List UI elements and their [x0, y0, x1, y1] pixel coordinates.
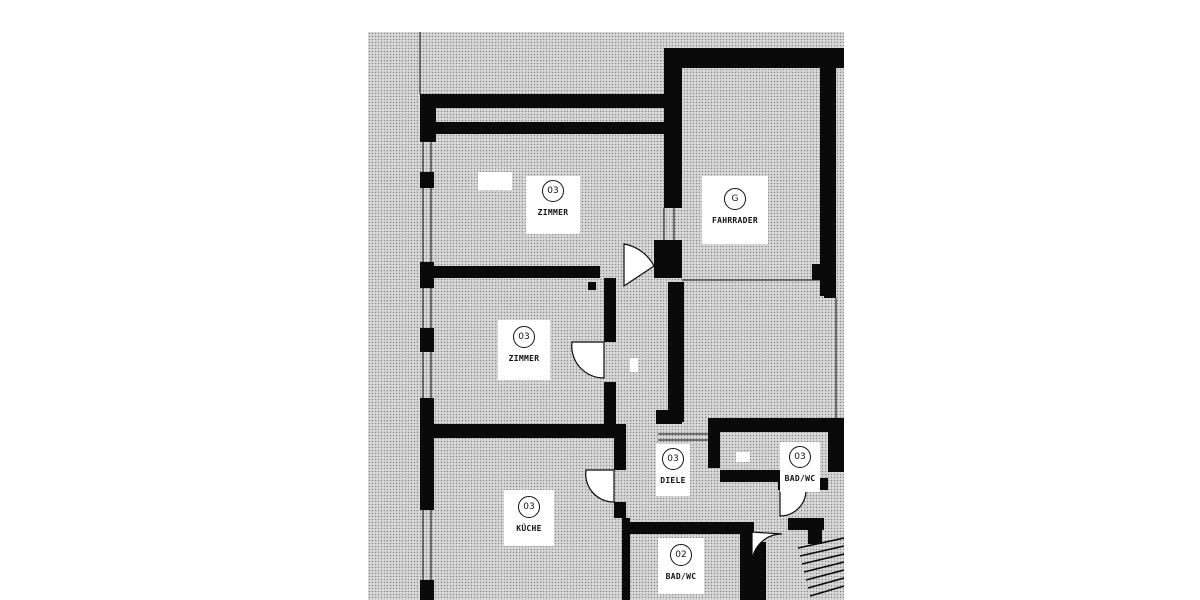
- room-number-badge: G: [724, 188, 746, 210]
- wall-fahrrad-top: [664, 48, 844, 68]
- wall-stair-1: [752, 542, 766, 600]
- room-name: ZIMMER: [537, 208, 569, 217]
- room-number-badge: 03: [542, 180, 564, 202]
- wall-top-left-lintel: [420, 122, 664, 134]
- wall-kitchen-right-2: [614, 502, 626, 518]
- wall-bad2-right: [740, 522, 752, 600]
- room-name: KÜCHE: [516, 524, 542, 533]
- wall-fahrrad-foot: [824, 280, 836, 298]
- wall-zimmer2-right-low: [604, 382, 616, 430]
- walls-layer: [419, 32, 844, 600]
- stair-tread-1: [797, 537, 844, 549]
- wall-h-zimmer1: [420, 266, 600, 278]
- room-name: BAD/WC: [665, 572, 697, 581]
- light-spot-1: [478, 172, 512, 190]
- wall-kitchen-right-1: [614, 438, 626, 470]
- wall-left-4: [420, 328, 434, 352]
- room-label-zimmer-2: 03 ZIMMER: [498, 320, 550, 380]
- room-label-kueche: 03 KÜCHE: [504, 490, 554, 546]
- room-name: BAD/WC: [784, 474, 816, 483]
- stair-tread-5: [805, 569, 844, 581]
- room-label-bad-wc-1: 03 BAD/WC: [780, 442, 820, 492]
- room-name: DIELE: [660, 476, 686, 485]
- stair-tread-7: [809, 585, 844, 597]
- stair-tread-2: [799, 545, 844, 557]
- wall-left-2: [420, 172, 434, 188]
- stair-tread-4: [803, 561, 844, 573]
- room-label-bad-wc-2: 02 BAD/WC: [658, 538, 704, 594]
- room-label-fahrrader: G FAHRRADER: [702, 176, 768, 244]
- wall-top-left: [420, 94, 666, 108]
- door-bad2: [751, 531, 783, 563]
- room-number-badge: 03: [789, 446, 811, 468]
- door-bad-right: [779, 489, 807, 517]
- wall-stair-3: [808, 530, 822, 544]
- wall-fahrrad-right: [820, 68, 836, 296]
- room-number-badge: 02: [670, 544, 692, 566]
- wall-left-6: [420, 580, 434, 600]
- wall-left-1: [420, 94, 436, 142]
- light-spot-3: [736, 452, 750, 462]
- room-number-badge: 03: [662, 448, 684, 470]
- wall-left-5: [420, 398, 434, 510]
- room-name: FAHRRADER: [711, 216, 759, 225]
- wall-stair-2: [788, 518, 824, 530]
- room-label-zimmer-1: 03 ZIMMER: [526, 176, 580, 234]
- wall-h-zimmer2: [420, 424, 626, 438]
- wall-bad-bottom-1: [720, 470, 780, 482]
- room-number-badge: 03: [518, 496, 540, 518]
- wall-spine-3: [656, 410, 682, 424]
- light-spot-2: [630, 358, 638, 372]
- room-label-diele: 03 DIELE: [656, 444, 690, 496]
- floor-plan: 03 ZIMMER G FAHRRADER 03 ZIMMER 03 DIELE…: [368, 32, 844, 600]
- wall-zimmer2-right: [604, 278, 616, 342]
- door-diele-top: [623, 243, 655, 288]
- stair-tread-3: [801, 553, 844, 565]
- door-kitchen: [585, 469, 615, 503]
- wall-fahrrad-stub: [812, 264, 832, 280]
- wall-bad-right: [828, 418, 844, 472]
- wall-fahrrad-left: [664, 48, 682, 208]
- door-zimmer2: [571, 341, 605, 379]
- wall-spine-1: [654, 240, 682, 278]
- wall-kitchen-right-3: [622, 518, 630, 600]
- room-number-badge: 03: [513, 326, 535, 348]
- wall-bad-left: [708, 418, 720, 468]
- wall-bad2-top: [630, 522, 754, 534]
- stair-tread-6: [807, 577, 844, 589]
- wall-h-bad: [708, 418, 844, 432]
- room-name: ZIMMER: [508, 354, 540, 363]
- wall-spine-2: [668, 282, 684, 422]
- wall-stub-1: [588, 282, 596, 290]
